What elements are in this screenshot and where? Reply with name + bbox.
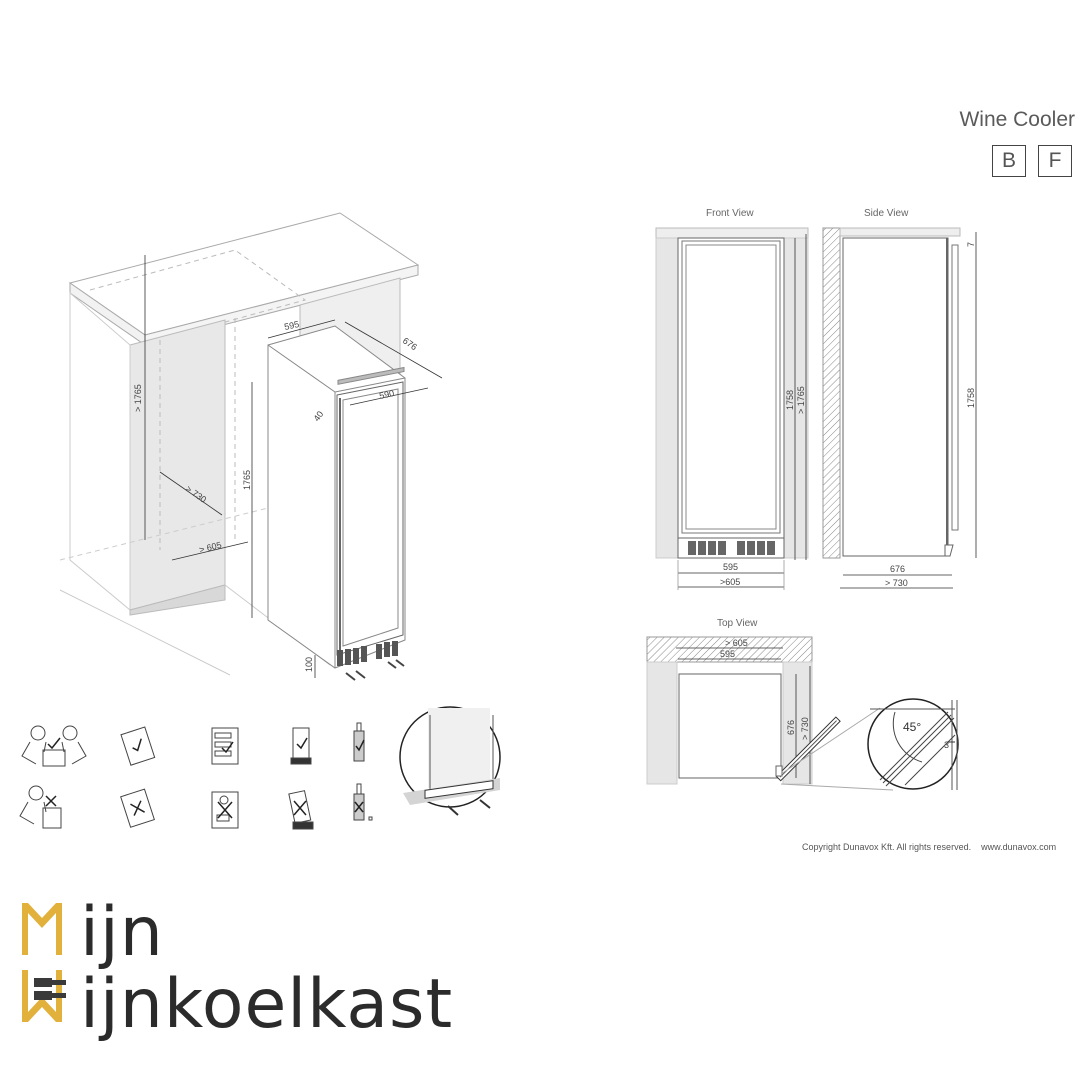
side-dim-depth: 676 — [890, 564, 905, 574]
copyright-footer: Copyright Dunavox Kft. All rights reserv… — [802, 842, 1056, 852]
ventilation-grille — [337, 641, 398, 666]
bottle-not-ok-icon — [353, 783, 373, 821]
side-dim-top-gap: 7 — [966, 242, 976, 247]
bottle-ok-icon — [353, 722, 365, 762]
side-view-label: Side View — [864, 208, 909, 219]
manual-read-ok-icon — [120, 726, 156, 766]
detail-angle: 45° — [903, 720, 921, 734]
side-dim-depth-niche: > 730 — [885, 578, 908, 588]
bottle-storage-ok-icon — [211, 727, 239, 765]
side-view-drawing — [822, 227, 977, 589]
front-dim-width: 595 — [723, 562, 738, 572]
side-dim-height: 1758 — [966, 388, 976, 408]
dim-niche-height: > 1765 — [133, 384, 143, 412]
tilted-unit-not-ok-icon — [288, 790, 314, 830]
dim-appliance-height: 1765 — [242, 470, 252, 490]
two-person-lift-ok-icon — [21, 725, 87, 767]
front-view-label: Front View — [706, 208, 754, 219]
top-dim-width: 595 — [720, 649, 735, 659]
isometric-installation-drawing — [59, 212, 443, 681]
logo-line-1: ijn — [80, 893, 164, 972]
manual-not-ok-icon — [120, 788, 155, 828]
one-person-lift-not-ok-icon — [19, 785, 62, 829]
safety-icons — [19, 722, 373, 830]
front-dim-width-niche: >605 — [720, 577, 740, 587]
upright-unit-ok-icon — [290, 727, 312, 765]
top-dim-depth: 676 — [786, 720, 796, 735]
top-dim-depth-niche: > 730 — [800, 717, 810, 740]
product-title: Wine Cooler — [959, 108, 1075, 131]
front-dim-height-outer: > 1765 — [796, 386, 806, 414]
dim-depth-top: 676 — [401, 335, 419, 352]
website-link[interactable]: www.dunavox.com — [981, 842, 1057, 852]
food-storage-not-ok-icon — [211, 791, 239, 829]
detail-gap: 3 — [944, 740, 949, 750]
top-view-drawing — [646, 636, 967, 791]
top-view-label: Top View — [717, 618, 758, 629]
badge-f: F — [1038, 145, 1072, 177]
airflow-arrows — [345, 659, 405, 681]
dim-plinth: 100 — [304, 657, 314, 672]
logo-mark — [22, 903, 66, 1022]
copyright-text: Copyright Dunavox Kft. All rights reserv… — [802, 842, 972, 852]
dim-width-top: 595 — [283, 319, 300, 332]
dim-door-offset: 40 — [311, 409, 325, 423]
dim-door-width: 590 — [378, 388, 395, 401]
front-dim-height-inner: 1758 — [785, 390, 795, 410]
grille-detail-drawing — [399, 706, 501, 816]
brand-logo: ijn ijnkoelkast — [20, 898, 453, 1042]
badge-b: B — [992, 145, 1026, 177]
front-view-drawing — [655, 227, 809, 590]
top-dim-width-niche: > 605 — [725, 638, 748, 648]
logo-line-2: ijnkoelkast — [80, 965, 454, 1044]
